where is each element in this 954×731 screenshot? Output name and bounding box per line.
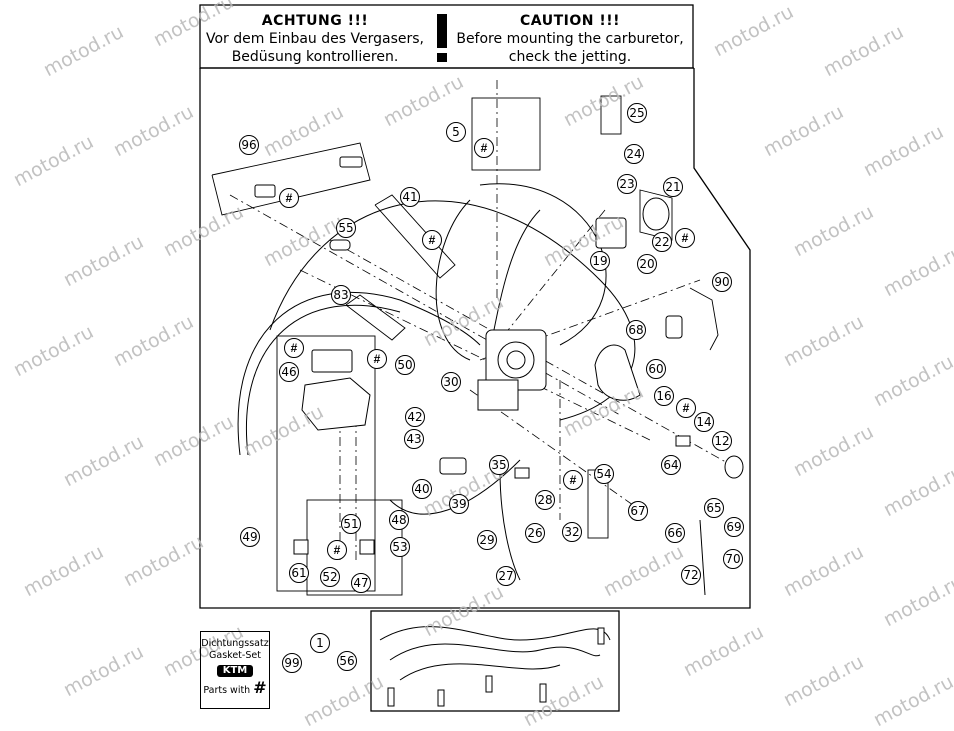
gasket-marker-4: # <box>367 349 387 369</box>
legend-parts-with: Parts with # <box>201 680 269 697</box>
warning-german-title: ACHTUNG !!! <box>261 13 369 29</box>
callout-48: 48 <box>389 510 409 530</box>
callout-51: 51 <box>341 514 361 534</box>
gasket-marker-2: # <box>474 138 494 158</box>
gasket-marker-9: # <box>563 470 583 490</box>
callout-47: 47 <box>351 573 371 593</box>
callout-42: 42 <box>405 407 425 427</box>
warning-english-title: CAUTION !!! <box>520 13 620 29</box>
gasket-marker-6: # <box>676 398 696 418</box>
callout-39: 39 <box>449 494 469 514</box>
callout-21: 21 <box>663 177 683 197</box>
callout-25: 25 <box>627 103 647 123</box>
callout-65: 65 <box>704 498 724 518</box>
callout-5: 5 <box>446 122 466 142</box>
warning-german-line1: Vor dem Einbau des Vergasers, <box>206 31 424 47</box>
warning-english-line2: check the jetting. <box>508 49 632 65</box>
callout-41: 41 <box>400 187 420 207</box>
callout-56: 56 <box>337 651 357 671</box>
callout-60: 60 <box>646 359 666 379</box>
warning-english-line1: Before mounting the carburetor, <box>456 31 684 47</box>
warning-english: CAUTION !!! Before mounting the carburet… <box>455 12 685 66</box>
callout-54: 54 <box>594 464 614 484</box>
legend-line1: Dichtungssatz <box>201 638 269 649</box>
callout-50: 50 <box>395 355 415 375</box>
callout-1: 1 <box>310 633 330 653</box>
callout-67: 67 <box>628 501 648 521</box>
callout-19: 19 <box>590 251 610 271</box>
callout-66: 66 <box>665 523 685 543</box>
legend-hash: # <box>253 678 267 697</box>
callout-70: 70 <box>723 549 743 569</box>
callout-64: 64 <box>661 455 681 475</box>
legend-parts-with-text: Parts with <box>203 685 251 696</box>
gasket-marker-1: # <box>279 188 299 208</box>
callout-20: 20 <box>637 254 657 274</box>
callout-69: 69 <box>724 517 744 537</box>
callout-49: 49 <box>240 527 260 547</box>
gasket-marker-8: # <box>327 540 347 560</box>
gasket-marker-3: # <box>422 230 442 250</box>
gasket-marker-5: # <box>284 338 304 358</box>
callout-61: 61 <box>289 563 309 583</box>
callout-43: 43 <box>404 429 424 449</box>
callout-28: 28 <box>535 490 555 510</box>
callout-16: 16 <box>654 386 674 406</box>
callout-22: 22 <box>652 232 672 252</box>
callout-35: 35 <box>489 455 509 475</box>
callout-72: 72 <box>681 565 701 585</box>
gasket-marker-7: # <box>675 228 695 248</box>
callout-26: 26 <box>525 523 545 543</box>
legend-line2: Gasket-Set <box>209 650 261 661</box>
callout-14: 14 <box>694 412 714 432</box>
callout-99: 99 <box>282 653 302 673</box>
callout-46: 46 <box>279 362 299 382</box>
callout-30: 30 <box>441 372 461 392</box>
callout-90: 90 <box>712 272 732 292</box>
warning-german-line2: Bedüsung kontrollieren. <box>231 49 399 65</box>
callout-12: 12 <box>712 431 732 451</box>
gasket-set-legend: Dichtungssatz Gasket-Set KTM Parts with … <box>200 631 270 709</box>
callout-83: 83 <box>331 285 351 305</box>
ktm-logo: KTM <box>216 665 254 677</box>
callout-96: 96 <box>239 135 259 155</box>
callout-55: 55 <box>336 218 356 238</box>
callout-52: 52 <box>320 567 340 587</box>
callout-53: 53 <box>390 537 410 557</box>
callout-27: 27 <box>496 566 516 586</box>
callout-40: 40 <box>412 479 432 499</box>
callout-23: 23 <box>617 174 637 194</box>
callout-32: 32 <box>562 522 582 542</box>
callout-29: 29 <box>477 530 497 550</box>
callout-24: 24 <box>624 144 644 164</box>
callout-68: 68 <box>626 320 646 340</box>
warning-german: ACHTUNG !!! Vor dem Einbau des Vergasers… <box>200 12 430 66</box>
